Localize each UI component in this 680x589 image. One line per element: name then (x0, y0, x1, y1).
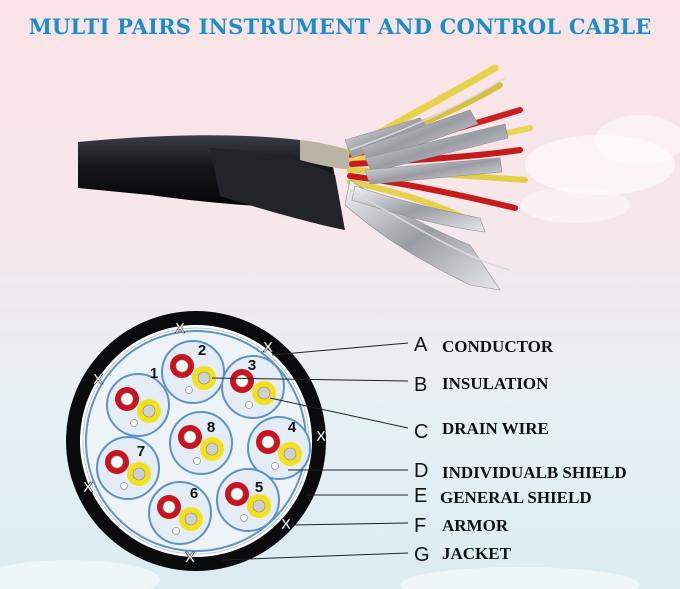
legend-text-jacket: JACKET (442, 544, 511, 563)
drain-wire (185, 386, 193, 394)
individual-shield (96, 436, 160, 500)
pair-number: 4 (288, 419, 297, 436)
individual-shield (161, 340, 225, 404)
pair-2: 2 (161, 340, 225, 404)
conductor-core (230, 487, 244, 501)
armor-x-mark: X (83, 479, 93, 496)
pair-8: 8 (169, 411, 233, 475)
pair-3: 3 (221, 355, 285, 419)
legend-letter-f: F (414, 515, 427, 537)
pair-1: 1 (106, 365, 170, 437)
armor-x-mark: X (281, 516, 291, 533)
individual-shield (169, 411, 233, 475)
legend-text-general-shield: GENERAL SHIELD (440, 488, 592, 507)
armor-x-mark: X (185, 549, 195, 566)
conductor-core (257, 386, 271, 400)
conductor-core (205, 442, 219, 456)
conductor-core (283, 447, 297, 461)
legend-text-armor: ARMOR (442, 516, 509, 535)
individual-shield (148, 481, 212, 545)
pair-number: 1 (150, 365, 158, 382)
pair-7: 7 (96, 436, 160, 500)
armor-x-mark: X (316, 428, 326, 445)
legend-text-conductor: CONDUCTOR (442, 337, 554, 356)
pair-5: 5 (216, 468, 280, 532)
conductor-core (132, 467, 146, 481)
legend-letter-b: B (414, 374, 428, 396)
conductor-core (184, 512, 198, 526)
conductor-core (183, 430, 197, 444)
individual-shield (216, 468, 280, 532)
pair-6: 6 (148, 481, 212, 545)
drain-wire (245, 401, 253, 409)
conductor-core (142, 404, 156, 418)
conductor-core (120, 392, 134, 406)
legend-letter-d: D (414, 460, 429, 482)
drain-wire (172, 527, 180, 535)
conductor-core (235, 374, 249, 388)
drain-wire (193, 457, 201, 465)
drain-wire (271, 462, 279, 470)
individual-shield (106, 373, 170, 437)
pair-number: 2 (198, 342, 206, 359)
armor-marks: X X X X X X X (83, 320, 327, 567)
pair-number: 6 (190, 485, 198, 502)
pair-4: 4 (247, 416, 311, 480)
legend-letter-g: G (414, 544, 430, 566)
legend-text-drain-wire: DRAIN WIRE (442, 419, 549, 438)
legend-letter-a: A (414, 334, 428, 356)
drain-wire (240, 514, 248, 522)
drain-wire (130, 419, 138, 427)
conductor-core (162, 500, 176, 514)
page-title: MULTI PAIRS INSTRUMENT AND CONTROL CABLE (28, 14, 652, 39)
pair-number: 3 (248, 357, 256, 374)
conductor-core (252, 499, 266, 513)
conductor-core (175, 359, 189, 373)
legend-text-individual-shield: INDIVIDUALB SHIELD (442, 463, 627, 482)
cable-photo (78, 64, 533, 291)
armor-x-mark: X (263, 339, 273, 356)
pairs-group: 1 2 3 4 5 6 7 8 (96, 340, 311, 545)
pair-number: 8 (207, 419, 215, 436)
pair-number: 5 (255, 479, 263, 496)
conductor-core (110, 455, 124, 469)
legend-letter-e: E (414, 485, 428, 507)
armor-x-mark: X (175, 320, 185, 337)
pair-number: 7 (137, 443, 145, 460)
conductor-core (197, 371, 211, 385)
background-clouds (0, 115, 680, 589)
leader-lines (211, 342, 409, 561)
armor-x-mark: X (93, 371, 103, 388)
legend-text-insulation: INSULATION (442, 374, 549, 393)
drain-wire (120, 482, 128, 490)
legend-letter-c: C (414, 421, 429, 443)
conductor-core (261, 435, 275, 449)
